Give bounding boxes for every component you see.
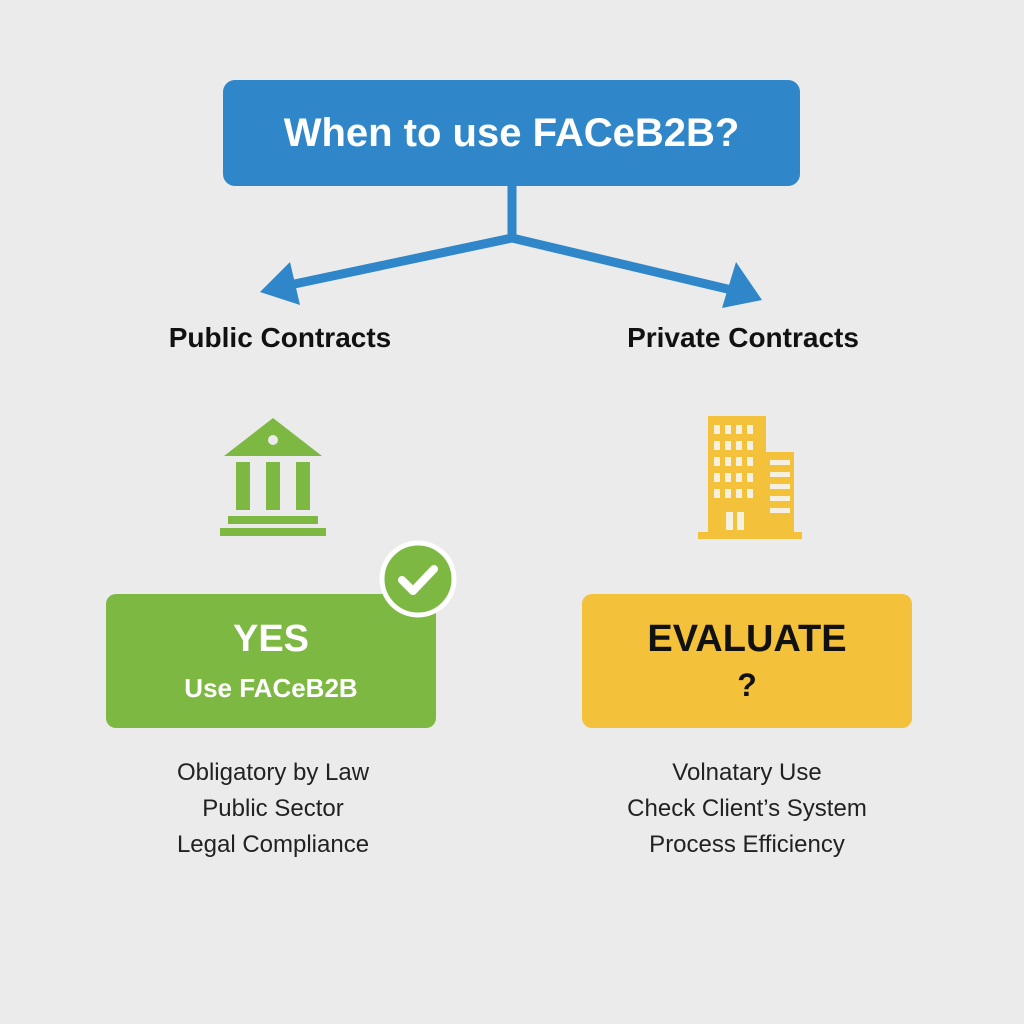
arrow-left-head xyxy=(260,262,300,305)
government-building-icon xyxy=(220,418,326,536)
evaluate-box: EVALUATE ? xyxy=(582,594,912,728)
note: Legal Compliance xyxy=(176,831,370,858)
evaluate-title: EVALUATE xyxy=(647,618,847,660)
title-text: When to use FACeB2B? xyxy=(283,110,740,155)
note: Check Client’s System xyxy=(627,795,867,822)
note: Public Sector xyxy=(202,795,344,822)
evaluate-question-mark: ? xyxy=(737,667,757,703)
arrow-right-line xyxy=(507,233,745,297)
title-box: When to use FACeB2B? xyxy=(223,80,800,186)
check-icon xyxy=(379,540,457,618)
note: Process Efficiency xyxy=(649,831,845,858)
yes-box: YES Use FACeB2B xyxy=(106,594,436,728)
public-contracts-label: Public Contracts xyxy=(168,322,392,353)
private-contracts-label: Private Contracts xyxy=(627,322,859,353)
office-building-icon xyxy=(698,416,802,539)
arrow-left-line xyxy=(280,233,517,291)
public-notes: Obligatory by Law Public Sector Legal Co… xyxy=(177,755,369,863)
private-notes: Volnatary Use Check Client’s System Proc… xyxy=(627,755,867,863)
yes-subtitle: Use FACeB2B xyxy=(184,673,358,703)
note: Obligatory by Law xyxy=(176,759,370,786)
yes-title: YES xyxy=(232,618,310,660)
note: Volnatary Use xyxy=(672,759,822,786)
arrow-right-head xyxy=(722,262,762,308)
